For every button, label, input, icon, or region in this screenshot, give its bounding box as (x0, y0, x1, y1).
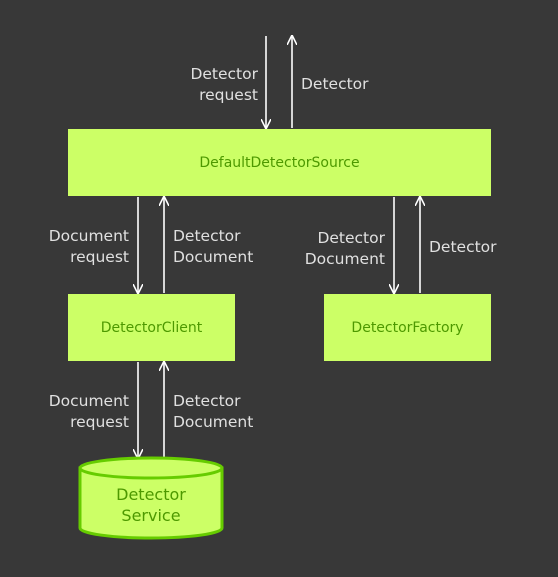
edge-label-factory-detector: Detector (429, 237, 529, 258)
edge-label-line: request (70, 248, 129, 266)
edge-label-line: Document (173, 413, 254, 431)
detector-service-label-line2: Service (121, 506, 181, 525)
edge-label-line: Document (48, 227, 129, 245)
edge-label-line: Detector (173, 392, 241, 410)
detector-service-label: Detector Service (80, 484, 222, 526)
detector-client-box: DetectorClient (68, 294, 235, 361)
edge-label-line: request (199, 86, 258, 104)
default-detector-source-label: DefaultDetectorSource (199, 154, 360, 171)
edge-label-line: Detector (429, 238, 497, 256)
edge-label-line: Detector (190, 65, 258, 83)
edge-label-line: Document (173, 248, 254, 266)
detector-service-label-line1: Detector (116, 485, 186, 504)
detector-factory-label: DetectorFactory (351, 319, 464, 336)
edge-label-detector-request: Detector request (160, 64, 258, 106)
detector-client-label: DetectorClient (100, 319, 203, 336)
edge-label-line: Document (304, 250, 385, 268)
edge-label-detector-top: Detector (301, 74, 401, 95)
default-detector-source-box: DefaultDetectorSource (68, 129, 491, 196)
edge-label-service-document-request: Document request (30, 391, 129, 433)
detector-service-cylinder (78, 456, 224, 540)
edge-label-line: Detector (317, 229, 385, 247)
detector-factory-box: DetectorFactory (324, 294, 491, 361)
edge-label-line: request (70, 413, 129, 431)
edge-label-document-request: Document request (30, 226, 129, 268)
edge-label-line: Detector (301, 75, 369, 93)
edge-label-service-detector-document: Detector Document (173, 391, 273, 433)
edge-label-factory-detector-document: Detector Document (286, 228, 385, 270)
edge-label-line: Detector (173, 227, 241, 245)
edge-label-detector-document: Detector Document (173, 226, 273, 268)
edge-label-line: Document (48, 392, 129, 410)
